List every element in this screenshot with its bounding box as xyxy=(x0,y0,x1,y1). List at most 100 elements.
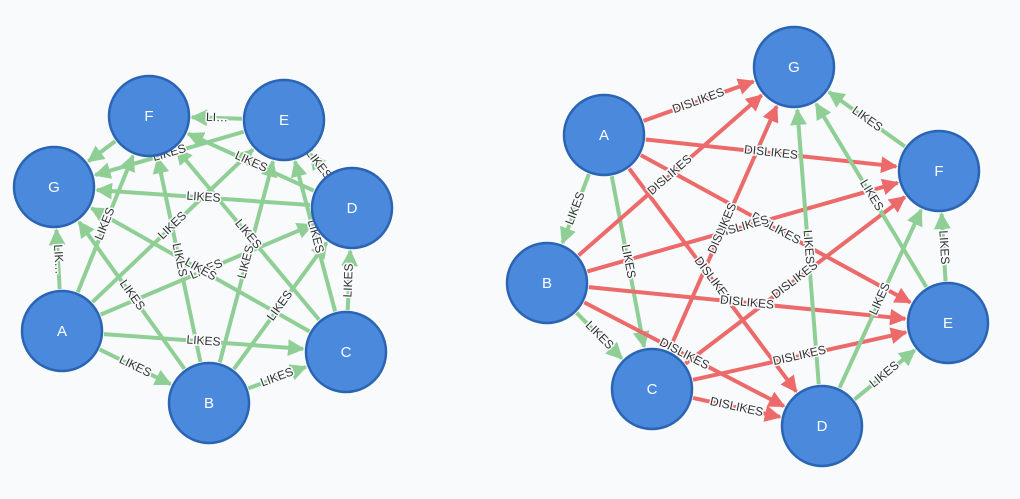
node-circle[interactable] xyxy=(505,241,589,325)
edge-a-f[interactable] xyxy=(75,154,135,293)
node-circle[interactable] xyxy=(780,384,864,468)
edge-label-b-g: DISLIKES xyxy=(645,152,695,198)
edge-a-c[interactable] xyxy=(103,332,305,357)
edge-label-a-c: LIKES xyxy=(186,332,221,348)
edge-b-f[interactable] xyxy=(152,156,203,363)
node-circle[interactable] xyxy=(242,78,326,162)
edge-b-c[interactable] xyxy=(575,311,624,360)
node-circle[interactable] xyxy=(610,347,694,431)
edge-e-g[interactable] xyxy=(93,129,245,179)
edge-f-g[interactable] xyxy=(827,90,907,149)
edge-label-a-g: LIK… xyxy=(51,244,67,275)
node-c[interactable]: C xyxy=(304,310,388,394)
edge-c-d[interactable] xyxy=(341,249,358,311)
edge-a-g[interactable] xyxy=(642,78,756,123)
node-b[interactable]: B xyxy=(505,241,589,325)
edge-label-b-d: LIKES xyxy=(264,288,295,324)
node-circle[interactable] xyxy=(752,25,836,109)
node-f[interactable]: F xyxy=(107,74,191,158)
edge-e-f[interactable] xyxy=(934,212,951,282)
edge-label-a-e: LIKES xyxy=(155,208,189,242)
node-circle[interactable] xyxy=(107,74,191,158)
node-circle[interactable] xyxy=(304,310,388,394)
edge-b-e[interactable] xyxy=(217,159,278,363)
edge-d-e[interactable] xyxy=(853,348,917,401)
edge-label-b-c: LIKES xyxy=(258,364,295,389)
node-label: D xyxy=(817,418,828,435)
edge-c-f[interactable] xyxy=(684,195,907,366)
edge-a-e[interactable] xyxy=(639,153,912,305)
node-b[interactable]: B xyxy=(167,361,251,445)
node-label: G xyxy=(788,59,800,76)
edge-label-d-f: LIKES xyxy=(866,280,893,317)
edge-d-g[interactable] xyxy=(95,182,311,208)
edge-label-d-g: LIKES xyxy=(186,189,221,205)
edge-label-c-d: LIKES xyxy=(340,263,355,298)
node-label: B xyxy=(204,395,214,412)
edge-b-d[interactable] xyxy=(232,241,329,371)
node-g[interactable]: G xyxy=(752,25,836,109)
edge-a-g[interactable] xyxy=(48,228,66,290)
node-label: G xyxy=(48,179,60,196)
edge-d-e[interactable] xyxy=(308,152,328,176)
node-f[interactable]: F xyxy=(897,129,981,213)
node-g[interactable]: G xyxy=(12,145,96,229)
edge-a-f[interactable] xyxy=(645,137,898,174)
node-d[interactable]: D xyxy=(310,166,394,250)
node-label: B xyxy=(542,275,552,292)
edge-label-f-g: LIKES xyxy=(849,103,885,134)
node-circle[interactable] xyxy=(897,129,981,213)
likes-graph: LIKES LIKES LIKES LIKES LIKES LIK… LIKES LIKES L… xyxy=(12,74,394,445)
edge-a-b[interactable] xyxy=(98,347,172,386)
node-a[interactable]: A xyxy=(20,289,104,373)
edge-f-g[interactable] xyxy=(87,139,117,163)
edge-b-d[interactable] xyxy=(583,300,786,408)
node-label: A xyxy=(599,127,609,144)
edge-d-f[interactable] xyxy=(837,208,923,389)
edge-b-e[interactable] xyxy=(588,285,907,326)
edge-label-e-f: LI… xyxy=(206,110,228,125)
node-circle[interactable] xyxy=(20,289,104,373)
edge-c-g[interactable] xyxy=(667,104,779,352)
edge-d-g[interactable] xyxy=(790,108,821,385)
edge-c-d[interactable] xyxy=(692,395,782,422)
edge-b-g[interactable] xyxy=(577,93,763,257)
edge-c-e[interactable] xyxy=(692,327,908,382)
edge-label-a-c: LIKES xyxy=(619,243,639,279)
node-label: C xyxy=(647,381,658,398)
edge-label-d-g: LIKES xyxy=(801,229,818,264)
edge-label-a-b: LIKES xyxy=(562,190,587,227)
node-label: F xyxy=(144,108,153,125)
node-circle[interactable] xyxy=(167,361,251,445)
edge-b-f[interactable] xyxy=(586,178,900,274)
node-label: E xyxy=(279,112,289,129)
edge-label-a-b: LIKES xyxy=(117,352,154,380)
node-e[interactable]: E xyxy=(906,281,990,365)
edge-label-b-c: LIKES xyxy=(583,318,617,352)
node-circle[interactable] xyxy=(562,93,646,177)
node-label: E xyxy=(943,315,953,332)
edge-e-f[interactable] xyxy=(190,109,243,127)
edge-a-d[interactable] xyxy=(627,167,798,393)
node-label: A xyxy=(57,323,67,340)
edge-c-f[interactable] xyxy=(175,147,321,322)
node-circle[interactable] xyxy=(310,166,394,250)
node-label: F xyxy=(934,163,943,180)
node-label: D xyxy=(347,200,358,217)
edge-b-c[interactable] xyxy=(247,364,308,391)
edge-c-g[interactable] xyxy=(89,206,311,334)
edge-label-e-f: LIKES xyxy=(936,230,952,265)
edge-a-b[interactable] xyxy=(560,173,591,245)
edge-label-b-e: DISLIKES xyxy=(720,292,775,311)
node-a[interactable]: A xyxy=(562,93,646,177)
node-circle[interactable] xyxy=(12,145,96,229)
node-circle[interactable] xyxy=(906,281,990,365)
edge-label-a-g: DISLIKES xyxy=(670,85,726,116)
edge-b-g[interactable] xyxy=(77,220,187,371)
edge-e-g[interactable] xyxy=(814,102,929,289)
node-c[interactable]: C xyxy=(610,347,694,431)
node-d[interactable]: D xyxy=(780,384,864,468)
node-e[interactable]: E xyxy=(242,78,326,162)
